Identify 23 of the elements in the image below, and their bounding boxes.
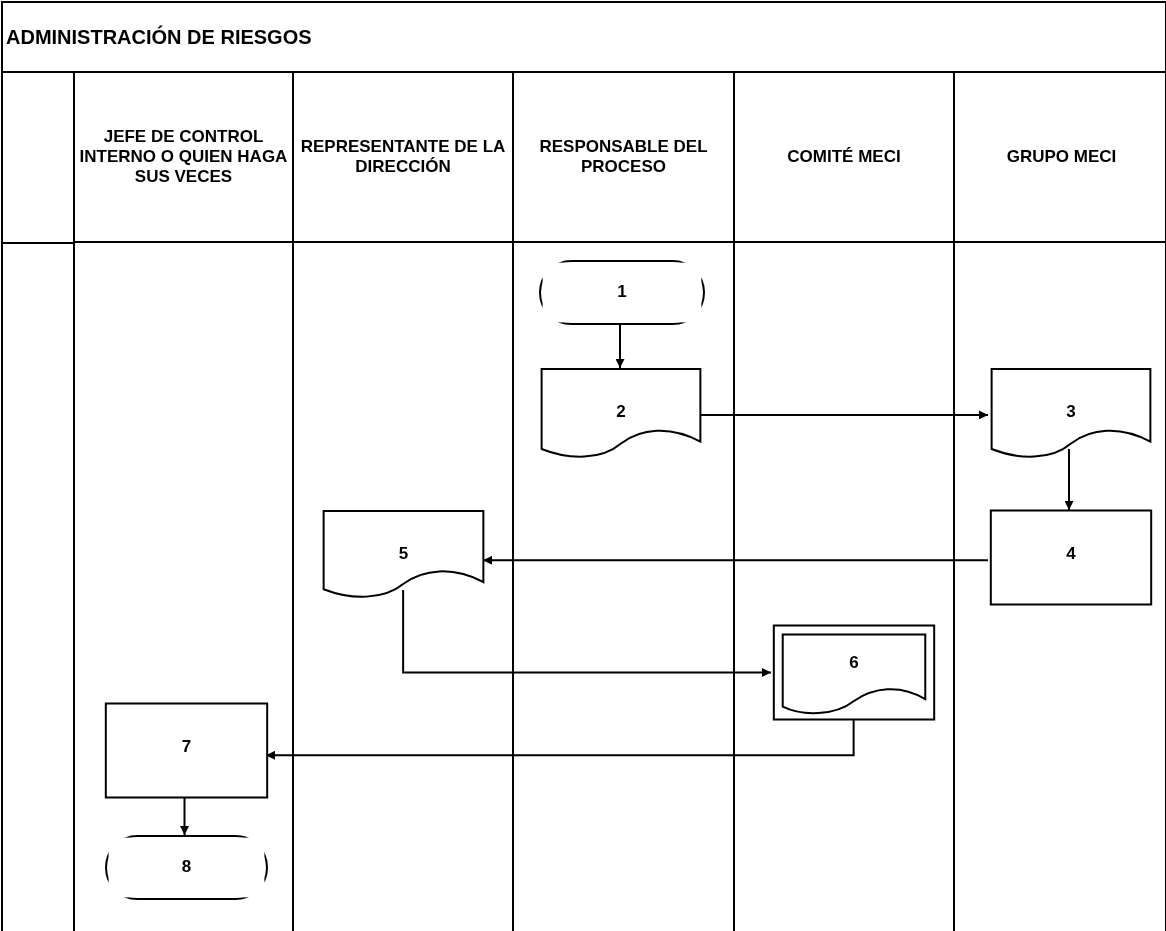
swimlane	[512, 72, 733, 931]
lane-header: REPRESENTANTE DE LA DIRECCIÓN	[294, 72, 512, 243]
swimlane	[733, 72, 953, 931]
document-shape: 5	[322, 510, 485, 600]
lane-header: GRUPO MECI	[955, 72, 1166, 243]
arrow	[615, 324, 625, 369]
arrow	[1064, 447, 1074, 511]
swimlane	[73, 72, 292, 931]
swimlane	[953, 72, 1166, 931]
terminal-shape: 8	[105, 835, 268, 900]
arrow	[402, 589, 772, 677]
lane-header: COMITÉ MECI	[735, 72, 953, 243]
title: ADMINISTRACIÓN DE RIESGOS	[6, 26, 312, 49]
lane-header: JEFE DE CONTROL INTERNO O QUIEN HAGA SUS VECES	[75, 72, 292, 243]
document-shape: 3	[990, 368, 1152, 460]
process-box: 7	[105, 703, 268, 798]
arrow	[180, 797, 189, 836]
terminal-shape: 1	[539, 260, 705, 325]
process-box: 4	[990, 510, 1152, 605]
document-shape: 2	[540, 368, 702, 460]
lane-header: RESPONSABLE DEL PROCESO	[514, 72, 733, 243]
swimlane	[292, 72, 512, 931]
framed-document-shape: 6	[773, 625, 935, 720]
